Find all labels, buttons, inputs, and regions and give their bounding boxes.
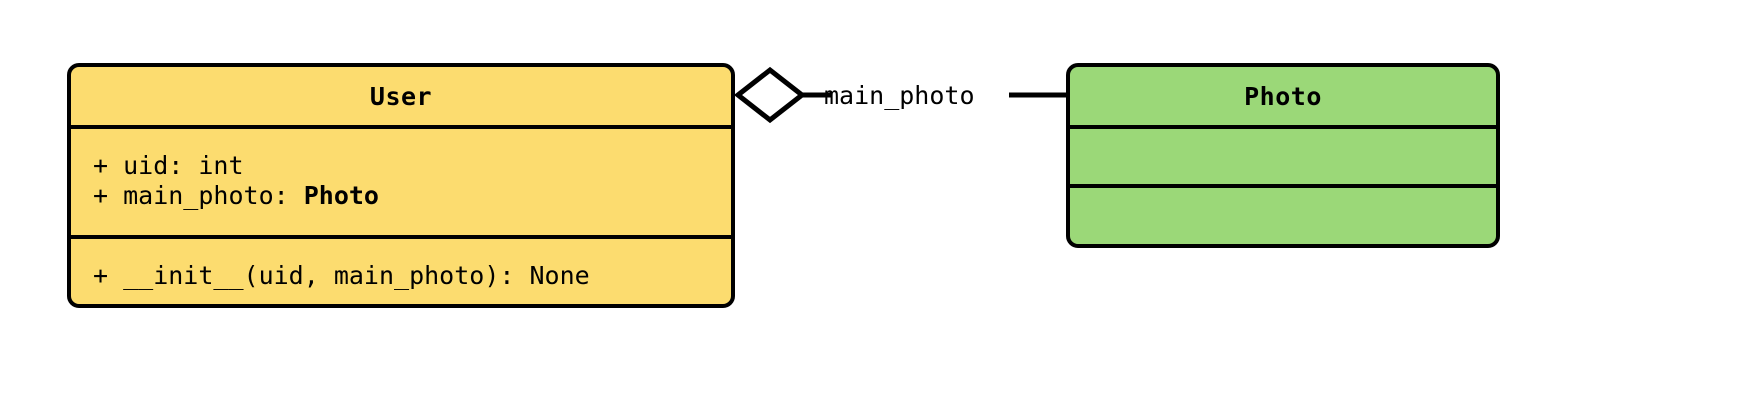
attribute-type-main-photo: Photo (303, 181, 379, 210)
class-title-compartment-user: User (71, 67, 731, 125)
association-label-main-photo: main_photo (824, 81, 975, 110)
class-methods-compartment-user: + __init__(uid, main_photo): None (71, 235, 731, 304)
class-attributes-compartment-photo (1070, 125, 1496, 184)
class-attributes-compartment-user: + uid: int + main_photo: Photo (71, 125, 731, 235)
association-aggregation-user-photo[interactable] (728, 60, 1073, 140)
class-box-user[interactable]: User + uid: int + main_photo: Photo + __… (67, 63, 735, 308)
class-name-photo: Photo (1244, 81, 1322, 111)
class-methods-compartment-photo (1070, 184, 1496, 244)
aggregation-diamond-icon (733, 66, 807, 124)
attribute-text-uid: + uid: int (93, 151, 244, 180)
method-text-init: + __init__(uid, main_photo): None (93, 261, 590, 290)
class-title-compartment-photo: Photo (1070, 67, 1496, 125)
class-box-photo[interactable]: Photo (1066, 63, 1500, 248)
method-row: + __init__(uid, main_photo): None (93, 261, 731, 291)
attribute-row: + main_photo: Photo (93, 181, 731, 211)
class-name-user: User (369, 81, 433, 111)
attribute-prefix-main-photo: + main_photo: (93, 181, 304, 210)
attribute-row: + uid: int (93, 151, 731, 181)
